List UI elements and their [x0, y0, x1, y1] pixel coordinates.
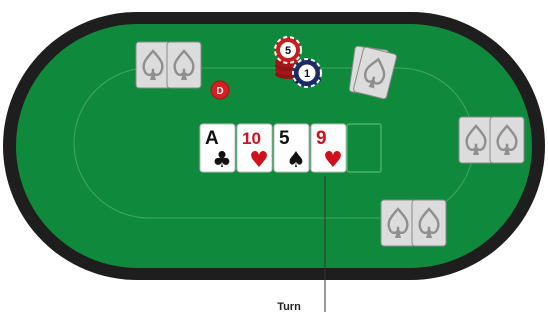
chip-blue: 1 [293, 59, 321, 87]
card-back-icon [459, 117, 493, 163]
player-hand-right [459, 117, 524, 163]
chip-value-label: 5 [285, 45, 291, 57]
board-card-clubs: A♣ [200, 124, 235, 173]
card-back-icon [136, 42, 170, 88]
card-rank: A [205, 128, 219, 149]
hearts-suit-icon: ♥ [323, 148, 343, 173]
dealer-button-label: D [216, 86, 223, 97]
card-back-icon [490, 117, 524, 163]
card-rank: 10 [242, 129, 261, 148]
hearts-suit-icon: ♥ [249, 148, 269, 173]
dealer-button: D [211, 81, 229, 99]
board-card-spades: 5♠ [274, 124, 309, 173]
card-rank: 5 [279, 128, 290, 149]
player-hand-top-left [136, 42, 201, 88]
chip-value-label: 1 [304, 68, 310, 80]
spades-suit-icon: ♠ [286, 148, 306, 173]
card-back-icon [381, 200, 415, 246]
player-hand-bottom-right [381, 200, 446, 246]
card-back-icon [167, 42, 201, 88]
card-back-icon [412, 200, 446, 246]
board-card-hearts: 9♥ [311, 124, 346, 173]
turn-label: Turn [264, 301, 314, 313]
board-card-hearts: 10♥ [237, 124, 272, 173]
card-rank: 9 [316, 128, 327, 149]
clubs-suit-icon: ♣ [212, 148, 232, 173]
